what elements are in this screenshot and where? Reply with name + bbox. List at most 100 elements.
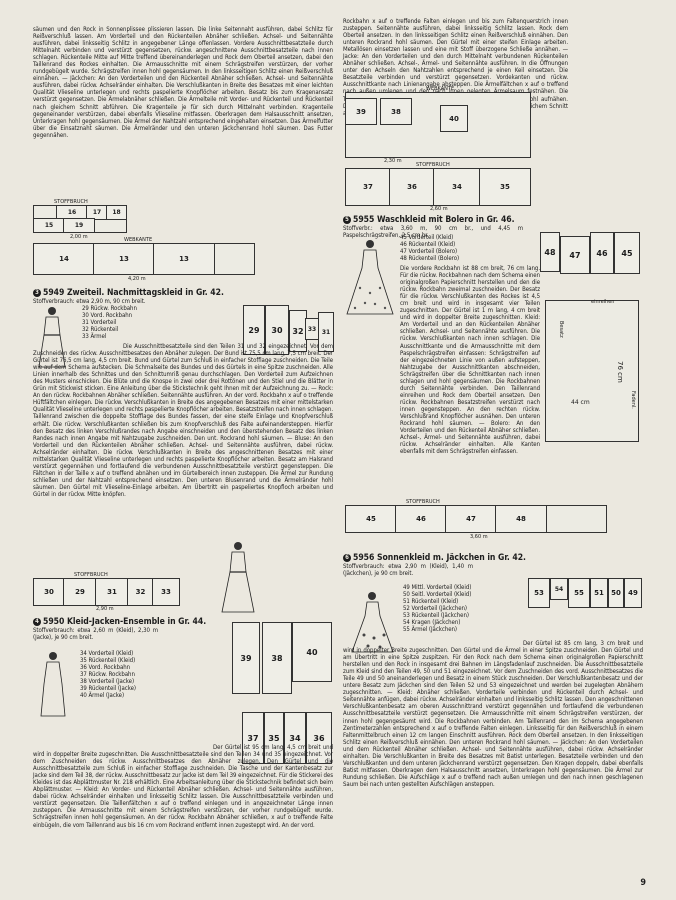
section-6-body: Der Gürtel ist 85 cm lang, 3 cm breit un…	[343, 640, 643, 880]
part-53: 53 Rückenteil (Jäckchen)	[403, 612, 469, 620]
schema4-label-top: WEBKANTE	[426, 86, 455, 92]
section-4-title-text: 5950 Kleid-Jacken-Ensemble in Gr. 44.	[43, 617, 207, 627]
schema5-piece-48: 48	[495, 505, 547, 533]
section-3-text: Die Ausschnittbesatzteile sind den Teile…	[33, 343, 333, 498]
section-4-parts: 34 Vorderteil (Kleid) 35 Rückenteil (Kle…	[80, 650, 180, 699]
pattern-piece-54: 54	[550, 578, 568, 600]
pattern-piece-34: 34	[284, 712, 306, 764]
schema5-piece-45: 45	[345, 505, 397, 533]
pattern-piece-50: 50	[608, 578, 624, 608]
schema1-label-mid: WEBKANTE	[124, 237, 153, 243]
section-5-number: 5	[343, 216, 351, 224]
part-39: 39 Rückenteil (Jacke)	[80, 685, 136, 693]
section-4-consumption: Stoffverbrauch: etwa 2,60 m (Kleid), 2,3…	[33, 627, 158, 642]
part-40: 40 Ärmel (Jacke)	[80, 692, 125, 700]
schema1-width1: 2,00 m	[70, 234, 88, 240]
pattern-piece-51: 51	[590, 578, 608, 608]
piece-18: 18	[106, 205, 127, 220]
dress-illustration-3	[38, 307, 66, 368]
schema4-piece-35: 35	[479, 168, 531, 206]
pattern-piece-33: 33	[305, 318, 319, 340]
part-37: 37 Rückw. Rockbahn	[80, 671, 135, 679]
piece-15: 15	[33, 218, 65, 233]
schema5-label: STOFFBRUCH	[406, 499, 440, 505]
schema3-piece-30: 30	[33, 578, 65, 606]
section-4-body: Der Gürtel ist 95 cm lang, 4,5 cm breit …	[33, 744, 333, 829]
part-33: 33 Ärmel	[82, 333, 107, 341]
section-5-consumption: Stoffverbr.: etwa 3,60 m, 90 cm br., und…	[343, 225, 523, 240]
section-5-text: Die vordere Rockbahn ist 88 cm breit, 76…	[400, 265, 540, 456]
section-6-parts: 49 Mittl. Vorderteil (Kleid) 50 Seitl. V…	[403, 584, 523, 633]
part-46: 46 Rückenteil (Kleid)	[400, 241, 456, 249]
schema4-width1: 2,30 m	[384, 158, 402, 164]
left-column: säumen und den Rock in Sonnenplissee pli…	[33, 26, 333, 139]
dress-illustration-3b	[221, 542, 255, 613]
schema1-label-top: STOFFBRUCH	[54, 199, 88, 205]
section-5-parts: 45 Vorderteil (Kleid) 46 Rückenteil (Kle…	[400, 234, 530, 262]
part-34: 34 Vorderteil (Kleid)	[80, 650, 134, 657]
diagram-label-width: 44 cm	[571, 399, 590, 406]
piece-19: 19	[63, 218, 95, 233]
pattern-piece-48: 48	[540, 232, 560, 272]
schema5-piece-46: 46	[395, 505, 447, 533]
skirt-panel-diagram: einreihen 76 cm 44 cm Fadenl. Besatz	[545, 299, 639, 442]
pattern-piece-53: 53	[528, 578, 550, 608]
pattern-piece-40: 40	[292, 622, 332, 682]
schema4-piece-40: 40	[440, 105, 468, 132]
schema4-piece-38: 38	[380, 98, 412, 125]
section-3-title-text: 5949 Zweiteil. Nachmittagskleid in Gr. 4…	[43, 288, 224, 298]
dress-illustration-5	[346, 240, 394, 315]
part-54: 54 Kragen (Jäckchen)	[403, 619, 461, 627]
pattern-piece-38: 38	[262, 622, 292, 694]
part-36: 36 Vord. Rockbahn	[80, 664, 131, 672]
part-38: 38 Vorderteil (Jacke)	[80, 678, 135, 686]
diagram-label-einreihen: einreihen	[591, 299, 615, 305]
part-49: 49 Mittl. Vorderteil (Kleid)	[403, 584, 472, 591]
part-52: 52 Vorderteil (Jäckchen)	[403, 605, 467, 613]
part-55: 55 Ärmel (Jäckchen)	[403, 626, 457, 634]
section-3-number: 3	[33, 289, 41, 297]
part-50: 50 Seitl. Vorderteil (Kleid)	[403, 591, 472, 599]
pattern-piece-31: 31	[318, 312, 334, 352]
diagram-label-besatz: Besatz	[558, 321, 564, 338]
pattern-piece-55: 55	[568, 578, 590, 608]
part-47: 47 Vorderteil (Bolero)	[400, 248, 458, 256]
section-6-text: Der Gürtel ist 85 cm lang, 3 cm breit un…	[343, 640, 643, 788]
schema3-label: STOFFBRUCH	[74, 572, 108, 578]
section-5-title-text: 5955 Waschkleid mit Bolero in Gr. 46.	[353, 215, 515, 225]
piece-14: 14	[33, 243, 95, 275]
dress-illustration-6	[351, 592, 394, 653]
part-51: 51 Rückenteil (Kleid)	[403, 598, 459, 606]
schema4-piece-36: 36	[389, 168, 435, 206]
schema4-piece-37: 37	[345, 168, 391, 206]
pattern-piece-35: 35	[264, 712, 284, 764]
section-5-body-narrow: Die vordere Rockbahn ist 88 cm breit, 76…	[400, 265, 540, 497]
pattern-piece-37: 37	[242, 712, 264, 764]
section-4-number: 4	[33, 618, 41, 626]
section-6-consumption: Stoffverbrauch: etwa 2,90 m (Kleid), 1,4…	[343, 563, 473, 578]
page-number: 9	[640, 878, 646, 888]
part-48: 48 Rückenteil (Bolero)	[400, 255, 460, 263]
schema3-piece-31: 31	[95, 578, 129, 606]
part-45: 45 Vorderteil (Kleid)	[400, 234, 454, 241]
part-31: 31 Vorderteil	[82, 319, 117, 327]
schema5-piece-47: 47	[445, 505, 497, 533]
schema4-label-bottom: STOFFBRUCH	[416, 162, 450, 168]
part-30: 30 Vord. Rockbahn	[82, 312, 133, 320]
pattern-piece-49: 49	[624, 578, 642, 608]
pattern-piece-36: 36	[306, 712, 332, 764]
schema5-width: 3,60 m	[470, 534, 488, 540]
schema3-piece-29: 29	[63, 578, 97, 606]
piece-13a: 13	[93, 243, 155, 275]
schema3-piece-32: 32	[127, 578, 154, 606]
pattern-piece-47: 47	[560, 236, 590, 274]
pattern-piece-46: 46	[590, 232, 614, 274]
schema4-width2: 2,60 m	[430, 206, 448, 212]
